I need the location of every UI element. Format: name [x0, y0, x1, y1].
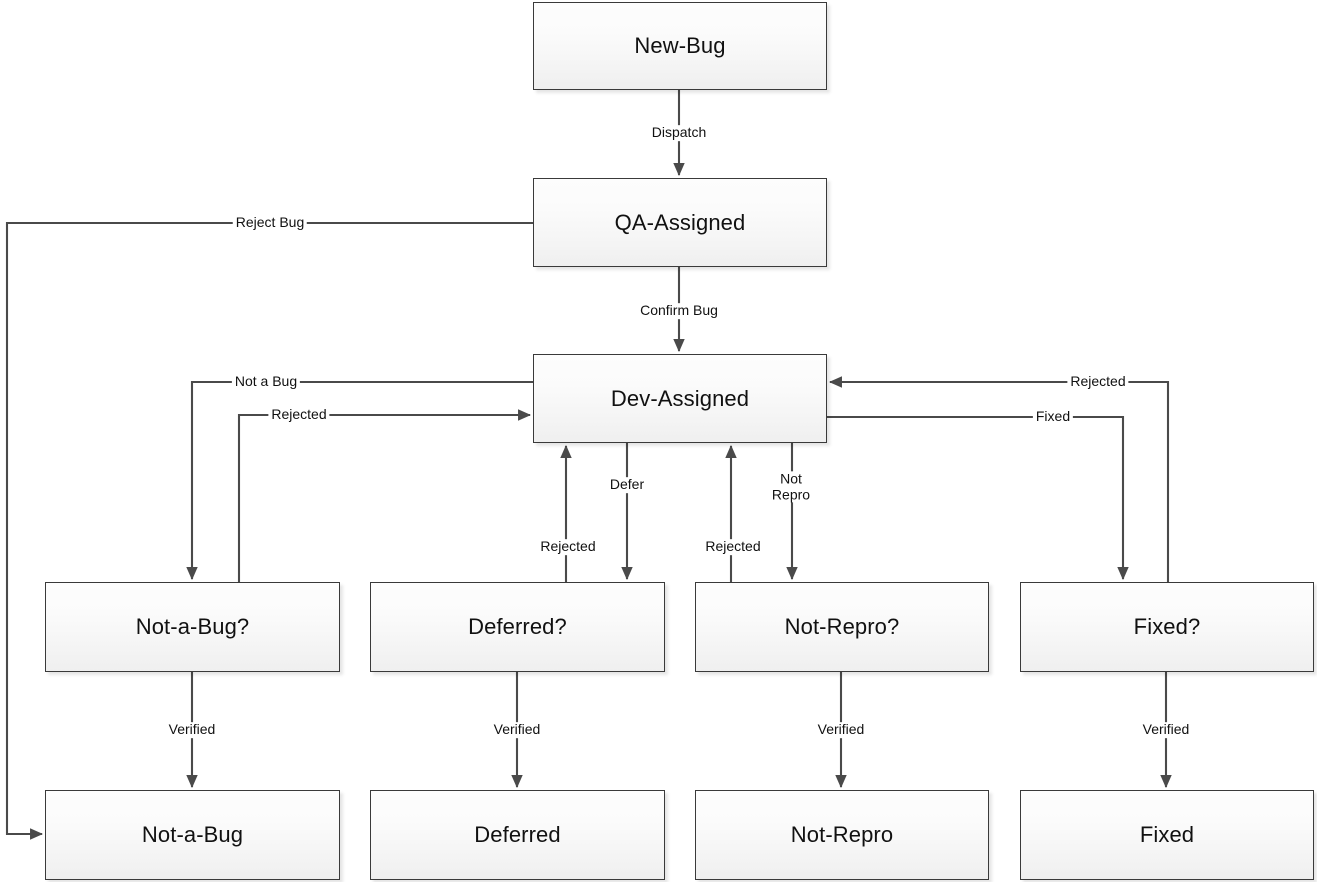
node-new-bug[interactable]: New-Bug	[533, 2, 827, 90]
node-label: Not-a-Bug	[141, 822, 244, 847]
node-label: Fixed?	[1133, 614, 1201, 639]
node-label: New-Bug	[634, 33, 726, 58]
edge-label-reject-bug: Reject Bug	[232, 214, 308, 231]
node-deferred-question[interactable]: Deferred?	[370, 582, 665, 672]
edge-label-defer: Defer	[606, 476, 648, 493]
node-label: Dev-Assigned	[610, 385, 750, 411]
connector-fixed	[827, 415, 1129, 581]
node-label: Deferred?	[468, 614, 567, 639]
node-not-repro[interactable]: Not-Repro	[695, 790, 989, 880]
connector-reject-bug	[5, 221, 533, 840]
edge-label-fixed: Fixed	[1032, 408, 1074, 425]
node-label: Not-Repro?	[784, 614, 900, 639]
node-label: QA-Assigned	[614, 209, 746, 235]
edge-label-rejected-notabug: Rejected	[268, 406, 330, 423]
node-not-a-bug[interactable]: Not-a-Bug	[45, 790, 340, 880]
node-label: Not-a-Bug?	[135, 614, 250, 639]
node-fixed-question[interactable]: Fixed?	[1020, 582, 1314, 672]
edge-label-rejected-fixed: Rejected	[1067, 373, 1129, 390]
connector-rejected-fixed	[828, 376, 1170, 582]
edge-label-confirm-bug: Confirm Bug	[637, 302, 721, 319]
node-label: Not-Repro	[790, 822, 894, 847]
connector-rejected-notabug	[237, 409, 532, 582]
edge-label-verified-deferred: Verified	[490, 721, 544, 738]
edge-label-verified-fixed: Verified	[1139, 721, 1193, 738]
node-not-a-bug-question[interactable]: Not-a-Bug?	[45, 582, 340, 672]
node-fixed[interactable]: Fixed	[1020, 790, 1314, 880]
connector-not-a-bug	[186, 380, 533, 581]
node-label: Fixed	[1139, 822, 1195, 847]
edge-label-not-a-bug: Not a Bug	[231, 373, 301, 390]
edge-label-rejected-notrepro: Rejected	[702, 538, 764, 555]
node-label: Deferred	[474, 822, 561, 847]
node-qa-assigned[interactable]: QA-Assigned	[533, 178, 827, 267]
node-not-repro-question[interactable]: Not-Repro?	[695, 582, 989, 672]
edge-label-verified-notrepro: Verified	[814, 721, 868, 738]
node-deferred[interactable]: Deferred	[370, 790, 665, 880]
node-dev-assigned[interactable]: Dev-Assigned	[533, 354, 827, 443]
edge-label-verified-notabug: Verified	[165, 721, 219, 738]
edge-label-dispatch: Dispatch	[648, 124, 710, 141]
edge-label-rejected-deferred: Rejected	[537, 538, 599, 555]
